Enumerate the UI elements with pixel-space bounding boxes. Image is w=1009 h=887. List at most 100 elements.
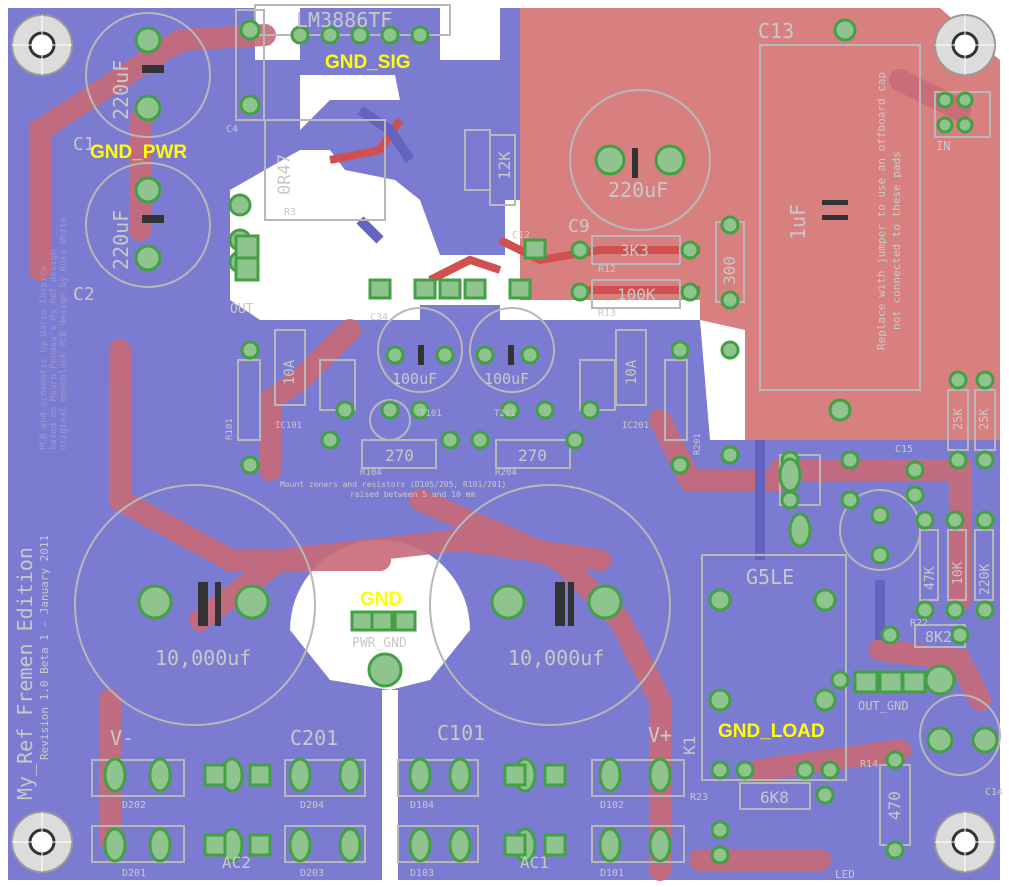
net-labels: GND_SIG GND_PWR GND GND_LOAD <box>90 52 825 742</box>
pads <box>103 18 999 865</box>
c9-label: C9 <box>568 216 590 237</box>
r-470-value: 470 <box>885 791 904 820</box>
credit-line-2: based on Mauro Penasa's My_Ref design <box>49 250 59 450</box>
d204-label: D204 <box>300 800 324 811</box>
pad-round <box>410 400 430 420</box>
pad-round <box>956 91 974 109</box>
pad-round <box>950 625 970 645</box>
pad-round <box>335 400 355 420</box>
pad-round <box>975 510 995 530</box>
c13-value: 1uF <box>786 204 810 240</box>
c14-label: C14 <box>985 787 1003 798</box>
d202-label: D202 <box>122 800 146 811</box>
cutout-mid <box>300 75 400 130</box>
pad-round <box>134 26 162 54</box>
pad-round <box>320 25 340 45</box>
r-25k-a-value: 25K <box>951 408 965 430</box>
pad-round <box>905 485 925 505</box>
d103-label: D103 <box>410 868 434 879</box>
pad-oval <box>338 757 362 793</box>
pad-round <box>710 760 730 780</box>
pad-round <box>137 584 173 620</box>
c4-label: C4 <box>226 124 238 135</box>
pad-square <box>368 278 392 300</box>
pad-round <box>948 370 968 390</box>
pad-square <box>413 278 437 300</box>
r12-value: 3K3 <box>620 241 649 260</box>
pad-oval <box>288 827 312 863</box>
pad-round <box>936 116 954 134</box>
pad-round <box>290 25 310 45</box>
r13-value: 100K <box>617 285 656 304</box>
pad-square <box>543 763 567 787</box>
cap-polarity-marks <box>142 65 848 626</box>
pad-round <box>710 845 730 865</box>
mounting-holes <box>11 14 996 873</box>
in-label: IN <box>936 139 950 153</box>
r14-label: R14 <box>860 759 878 770</box>
pad-round <box>500 400 520 420</box>
pad-round <box>680 282 700 302</box>
pad-round <box>350 25 370 45</box>
pad-square <box>853 670 879 694</box>
pad-round <box>535 400 555 420</box>
pad-square <box>463 278 487 300</box>
pad-round <box>945 600 965 620</box>
pad-round <box>880 625 900 645</box>
pad-oval <box>598 827 622 863</box>
ic201-label: IC201 <box>622 421 649 431</box>
d104-label: D104 <box>410 800 434 811</box>
bottom-traces <box>356 105 885 640</box>
pad-round <box>234 584 270 620</box>
pad-round <box>975 370 995 390</box>
pad-round <box>975 450 995 470</box>
pad-square <box>248 763 272 787</box>
pad-round <box>708 688 732 712</box>
r22-value: 8K2 <box>925 628 952 646</box>
pad-round <box>915 600 935 620</box>
r104-label: R104 <box>360 468 382 478</box>
pad-oval <box>648 827 672 863</box>
pad-round <box>410 25 430 45</box>
silkscreen <box>74 4 1001 863</box>
pad-round <box>580 400 600 420</box>
pad-round <box>228 193 252 217</box>
pad-oval <box>598 757 622 793</box>
pad-square <box>901 670 927 694</box>
c1-value: 220uF <box>109 60 133 120</box>
pad-square <box>203 833 227 857</box>
pad-round <box>475 345 495 365</box>
r13-label: R13 <box>598 308 616 319</box>
pad-round <box>905 460 925 480</box>
r-12k-value: 12K <box>495 151 514 180</box>
r-10k-value: 10K <box>951 561 966 585</box>
r22-label: R22 <box>910 618 928 629</box>
pad-round <box>926 726 954 754</box>
pad-round <box>840 450 860 470</box>
pad-round <box>570 240 590 260</box>
mounting-hole-bl <box>11 811 73 873</box>
pad-round <box>720 445 740 465</box>
pad-round <box>945 510 965 530</box>
pad-round <box>594 144 626 176</box>
c9-value: 220uF <box>608 178 668 202</box>
pad-square <box>503 833 527 857</box>
r104-value: 270 <box>385 446 414 465</box>
t201-label: T201 <box>494 409 516 419</box>
board-title: My_Ref Fremen Edition <box>13 547 37 800</box>
pad-round <box>813 588 837 612</box>
pad-round <box>885 750 905 770</box>
relay-label: G5LE <box>746 565 794 589</box>
out-gnd-label: OUT_GND <box>858 699 909 713</box>
pad-round <box>134 94 162 122</box>
pad-square <box>234 234 260 260</box>
pad-square <box>508 278 532 300</box>
ic-label: LM3886TF <box>296 8 392 32</box>
c13-note-2: not connected to these pads <box>890 151 903 330</box>
ic101-current: 10A <box>282 359 298 385</box>
net-label-gnd-sig: GND_SIG <box>325 52 411 73</box>
led-label: LED <box>835 868 855 881</box>
c15-label: C15 <box>895 444 913 455</box>
mount-note-1: Mount zeners and resistors (D105/205, R1… <box>280 480 506 489</box>
pad-square <box>503 763 527 787</box>
